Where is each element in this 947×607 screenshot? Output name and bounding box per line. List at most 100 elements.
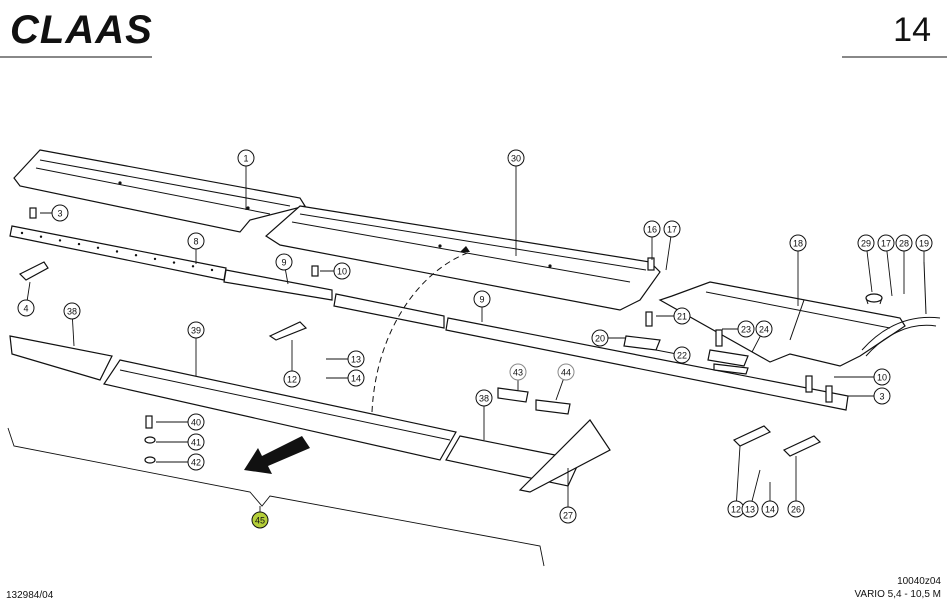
callout-label: 44 (561, 368, 571, 378)
brand-logo: CLAAS (10, 8, 153, 52)
callout-circle (51, 204, 69, 222)
callout-c1: 1 (237, 149, 255, 167)
part-38-lower-plate-left (9, 335, 113, 381)
assembly-bracket (7, 427, 545, 567)
callout-circle (857, 234, 875, 252)
callout-label: 3 (57, 209, 62, 219)
callout-c23: 23 (737, 320, 755, 338)
callout-c13b: 13 (741, 500, 759, 518)
callout-label: 1 (243, 154, 248, 164)
bar-hole (115, 250, 119, 253)
callout-circle (873, 368, 891, 386)
callout-circle (755, 320, 773, 338)
callout-c42: 42 (187, 453, 205, 471)
callout-circle (347, 350, 365, 368)
model-range: VARIO 5,4 - 10,5 M (854, 589, 941, 600)
callout-circle (673, 307, 691, 325)
callout-c43: 43 (509, 363, 527, 381)
callout-c40: 40 (187, 413, 205, 431)
callout-c26: 26 (787, 500, 805, 518)
callout-c3b: 3 (873, 387, 891, 405)
callout-c45: 45 (251, 511, 269, 529)
bar-hole (39, 235, 43, 238)
arc-arrow-head (460, 246, 470, 252)
callout-c10a: 10 (333, 262, 351, 280)
callout-circle (873, 387, 891, 405)
callout-label: 16 (647, 225, 657, 235)
part-29-cap (865, 293, 883, 305)
callout-c13a: 13 (347, 350, 365, 368)
callout-circle (187, 321, 205, 339)
callout-circle (275, 253, 293, 271)
figure-code: 10040z04 (897, 576, 941, 587)
callout-label: 39 (191, 326, 201, 336)
callout-label: 17 (881, 239, 891, 249)
callout-c14b: 14 (761, 500, 779, 518)
callout-c9b: 9 (473, 290, 491, 308)
callout-c10b: 10 (873, 368, 891, 386)
leader-line-c12b (735, 445, 741, 510)
callout-circle (643, 220, 661, 238)
callout-label: 18 (793, 239, 803, 249)
callout-label: 4 (23, 304, 28, 314)
callout-label: 38 (479, 394, 489, 404)
bar-hole (20, 231, 24, 235)
callout-label: 12 (731, 505, 741, 515)
callout-c14a: 14 (347, 369, 365, 387)
callout-circle (333, 262, 351, 280)
callout-c12a: 12 (283, 370, 301, 388)
callout-c38b: 38 (475, 389, 493, 407)
callout-c19: 19 (915, 234, 933, 252)
part-19-end-piece (861, 261, 941, 357)
callout-circle (507, 149, 525, 167)
callout-label: 23 (741, 325, 751, 335)
callout-circle (915, 234, 933, 252)
callout-c22: 22 (673, 346, 691, 364)
callout-c16: 16 (643, 220, 661, 238)
part-1-cover-strip (13, 149, 306, 233)
callout-circle (663, 220, 681, 238)
callout-label: 27 (563, 511, 573, 521)
callout-c4: 4 (17, 299, 35, 317)
callout-label: 38 (67, 307, 77, 317)
callout-circle (787, 500, 805, 518)
callout-circle (737, 320, 755, 338)
callout-label: 9 (281, 258, 286, 268)
callout-circle (251, 511, 269, 529)
callout-c44: 44 (557, 363, 575, 381)
callout-c17a: 17 (663, 220, 681, 238)
callout-label: 14 (765, 505, 775, 515)
callout-label: 3 (879, 392, 884, 402)
callout-circle (877, 234, 895, 252)
callout-label: 24 (759, 325, 769, 335)
callout-circle (187, 453, 205, 471)
callout-label: 22 (677, 351, 687, 361)
bar-hole (172, 261, 176, 264)
part-27-guard (518, 419, 611, 493)
callout-label: 8 (193, 237, 198, 247)
callout-c41: 41 (187, 433, 205, 451)
bar-hole (58, 239, 62, 242)
bar-hole (153, 257, 157, 261)
callout-c17b: 17 (877, 234, 895, 252)
callout-c20: 20 (591, 329, 609, 347)
callout-circle (237, 149, 255, 167)
page-number: 14 (893, 11, 931, 49)
callout-label: 21 (677, 312, 687, 322)
callout-circle (509, 363, 527, 381)
callout-label: 26 (791, 505, 801, 515)
callout-label: 29 (861, 239, 871, 249)
callout-circle (17, 299, 35, 317)
bar-hole (134, 254, 138, 257)
callout-c18: 18 (789, 234, 807, 252)
callout-c8: 8 (187, 232, 205, 250)
callout-label: 45 (255, 516, 265, 526)
part-39-lower-plate (103, 359, 457, 461)
bar-hole (77, 242, 81, 246)
callout-label: 30 (511, 154, 521, 164)
callout-label: 17 (667, 225, 677, 235)
callout-circle (473, 290, 491, 308)
callout-circle (475, 389, 493, 407)
